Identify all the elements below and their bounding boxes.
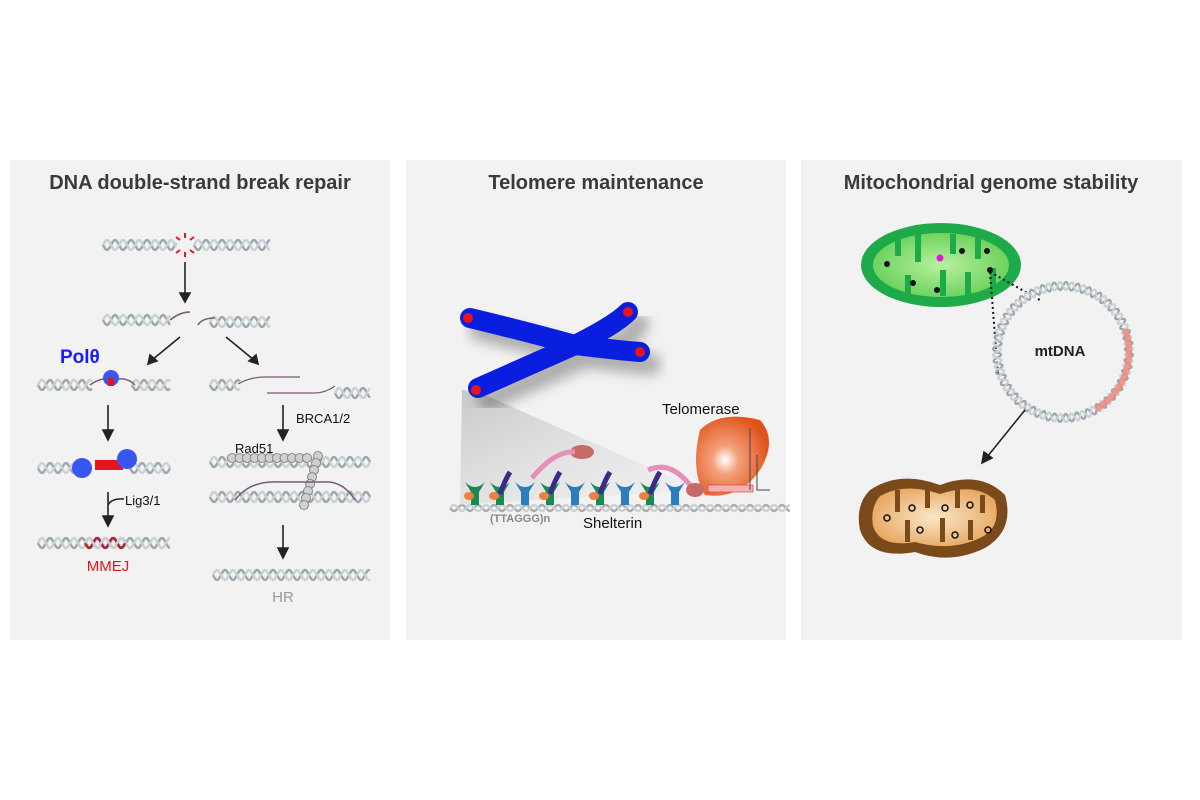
- dna-strand: [83, 536, 127, 550]
- mmej-label: MMEJ: [87, 558, 130, 575]
- shelterin-complex: [464, 470, 685, 505]
- rad51-filament: [227, 451, 323, 510]
- dna-strand: [36, 378, 93, 392]
- rad51-monomer: [302, 453, 312, 463]
- damaged-cristae: [895, 488, 985, 542]
- mtdna-label: mtDNA: [1035, 343, 1086, 360]
- shelterin-linker: [530, 449, 576, 480]
- panel-dsb-repair: [10, 160, 390, 640]
- dna-strand: [208, 378, 241, 392]
- pol-theta-dimer-a: [72, 458, 92, 478]
- overhang: [267, 385, 336, 394]
- shelterin-tin2: [570, 445, 594, 459]
- dna-strand: [211, 568, 371, 582]
- shelterin-tpp1: [497, 470, 513, 495]
- telomere-end: [463, 313, 473, 323]
- shelterin-subunit: [665, 482, 685, 505]
- dna-strand: [192, 238, 271, 252]
- dna-strand: [333, 386, 371, 400]
- dna-strand: [101, 238, 178, 252]
- overhang: [237, 376, 300, 385]
- dna-strand: [130, 378, 171, 392]
- telomere-end: [623, 307, 633, 317]
- dna-strand: [101, 238, 178, 252]
- dna-strand: [36, 461, 82, 475]
- arrow-to-damaged: [980, 409, 1026, 465]
- dna-strand: [101, 313, 171, 327]
- dna-strand: [128, 461, 172, 475]
- mtdna-circle: [991, 280, 1135, 424]
- telomere-end: [471, 385, 481, 395]
- mutant-nucleoid: [936, 254, 944, 262]
- shelterin-rap1: [464, 492, 474, 500]
- dna-strand: [208, 490, 372, 504]
- telomere-end: [635, 347, 645, 357]
- d-loop: [234, 481, 356, 501]
- pot1: [686, 483, 704, 497]
- dna-strand: [208, 315, 271, 329]
- shelterin-subunit: [615, 482, 635, 505]
- annealed-microhomology: [95, 460, 123, 470]
- dna-strand: [36, 378, 93, 392]
- pol-theta-label: Polθ: [60, 347, 100, 368]
- dna-strand: [449, 503, 791, 513]
- resected-strand: [169, 311, 191, 321]
- shelterin-rap1: [489, 492, 499, 500]
- break-site-icon: [175, 233, 195, 257]
- panel-title-mito: Mitochondrial genome stability: [844, 172, 1139, 194]
- dna-strand: [333, 386, 371, 400]
- brca-label: BRCA1/2: [296, 411, 350, 426]
- shelterin-subunit: [465, 482, 485, 505]
- microhomology: [108, 378, 114, 386]
- cristae: [895, 234, 996, 297]
- shelterin-linker: [646, 464, 692, 487]
- telomere-repeat-label: (TTAGGG)n: [490, 513, 551, 525]
- dna-strand: [208, 378, 241, 392]
- dna-strand: [128, 461, 172, 475]
- telomerase-rna: [749, 428, 770, 491]
- chromosome: [460, 302, 661, 411]
- shelterin-rap1: [539, 492, 549, 500]
- telomerase-enzyme: [696, 416, 769, 496]
- telomerase-rna-template: [707, 484, 754, 493]
- shelterin-subunit: [565, 482, 585, 505]
- dna-strand: [83, 536, 127, 550]
- dna-strand: [208, 315, 271, 329]
- pol-theta-dimer-b: [117, 449, 137, 469]
- dna-strand: [36, 461, 82, 475]
- rad51-label: Rad51: [235, 441, 273, 456]
- damaged-matrix: [872, 488, 997, 547]
- mtdna-deletion-region: [1094, 328, 1132, 412]
- mtdna-nucleoids: [884, 248, 993, 293]
- panel-title-dsb: DNA double-strand break repair: [49, 172, 351, 194]
- damaged-nucleoids: [883, 501, 992, 539]
- panel-mitochondria: [801, 160, 1182, 640]
- shelterin-rap1: [639, 492, 649, 500]
- shelterin-tpp1: [547, 470, 563, 495]
- shelterin-rap1: [589, 492, 599, 500]
- shelterin-tpp1: [647, 470, 663, 495]
- arrows: [101, 262, 290, 560]
- hr-label: HR: [272, 589, 294, 606]
- telomerase-label: Telomerase: [662, 401, 740, 418]
- rad51-monomer: [299, 500, 309, 510]
- shelterin-label: Shelterin: [583, 515, 642, 532]
- panel-title-telomere: Telomere maintenance: [488, 172, 703, 194]
- shelterin-subunit: [515, 482, 535, 505]
- shelterin-tpp1: [597, 470, 613, 495]
- lig-label: Lig3/1: [125, 493, 160, 508]
- dna-strand: [211, 568, 371, 582]
- resected-strand: [197, 317, 216, 326]
